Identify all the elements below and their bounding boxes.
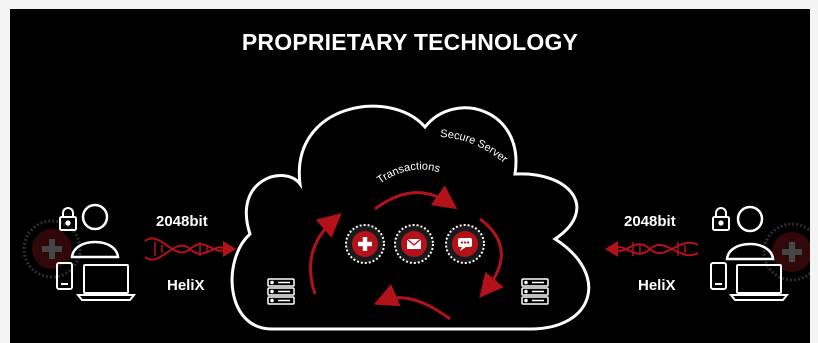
helix-arrow-left [144,237,236,261]
left-user-cluster [22,203,137,301]
helix-arrow-right [605,241,699,257]
slide: PROPRIETARY TECHNOLOGY [10,9,810,343]
cycle-arrow-left [309,213,342,295]
faded-cross-badge-right [762,222,810,282]
phone-icon-left [56,262,73,290]
faded-cross-badge-left [22,219,82,279]
server-icon-left [267,278,295,305]
right-bit-label: 2048bit [624,213,676,230]
medical-cross-icon [345,224,385,264]
diagram-canvas: Secure Server Transactions [22,104,810,331]
right-helix-label: HeliX [638,277,676,294]
user-icon-left [70,203,120,259]
server-icon-right [521,278,549,305]
cycle-arrow-top [374,185,458,211]
left-helix-label: HeliX [167,277,205,294]
slide-title: PROPRIETARY TECHNOLOGY [241,29,579,55]
right-user-cluster [710,205,810,301]
laptop-icon-left [75,264,137,301]
cycle-arrow-right [479,217,504,298]
laptop-icon-right [728,264,790,301]
transactions-label: Transactions [375,160,442,186]
cloud-outline [230,104,591,331]
lock-icon-right [712,207,730,231]
user-icon-right [725,205,775,261]
phone-icon-right [710,262,727,290]
left-bit-label: 2048bit [156,213,208,230]
secure-server-label: Secure Server [440,128,510,166]
chat-bubble-icon [445,224,485,264]
lock-icon-left [59,207,77,231]
envelope-icon [394,224,434,264]
cycle-arrow-bottom [373,284,451,321]
